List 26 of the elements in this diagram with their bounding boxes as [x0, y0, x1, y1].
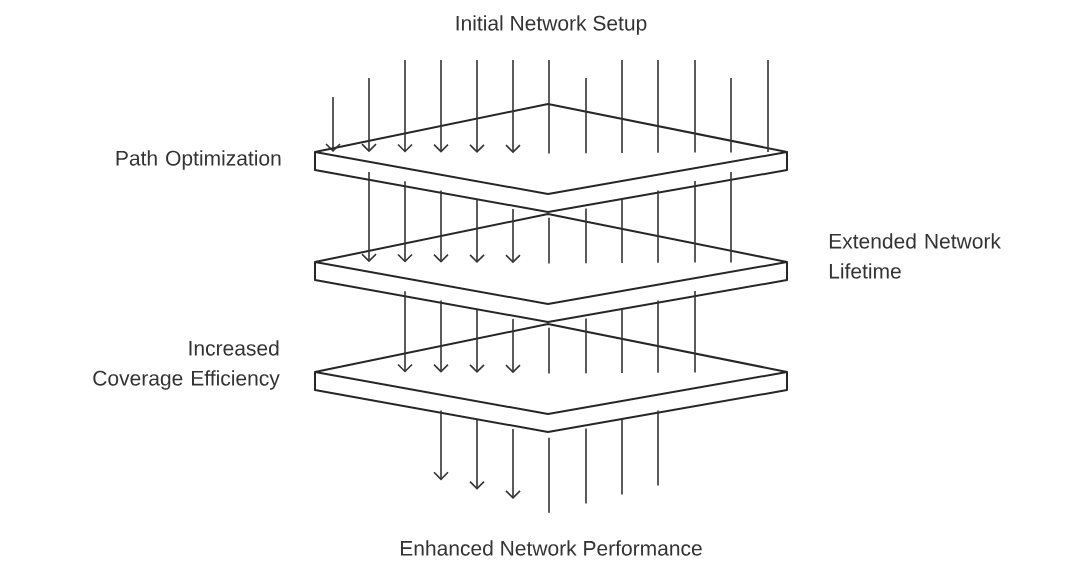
- flow-label: Initial Network Setup: [456, 15, 647, 35]
- arrow: [469, 59, 485, 153]
- layer-label: Path Optimization: [116, 150, 281, 170]
- arrow: [361, 77, 377, 153]
- arrow: [469, 198, 485, 263]
- flow-label: Enhanced Network Performance: [401, 540, 702, 556]
- arrow: [433, 299, 449, 373]
- arrow: [469, 418, 485, 490]
- arrow: [361, 171, 377, 263]
- layer-label: Extended Network Lifetime: [829, 233, 1001, 279]
- arrow: [433, 409, 449, 481]
- arrow: [469, 308, 485, 373]
- arrow: [325, 96, 341, 153]
- arrow: [505, 59, 521, 154]
- layer-plate: [314, 323, 788, 433]
- arrow: [505, 428, 521, 499]
- arrow: [505, 318, 521, 374]
- layer-plate: [314, 213, 788, 323]
- arrow: [397, 290, 413, 373]
- arrow: [397, 180, 413, 263]
- arrow: [397, 59, 413, 153]
- layer-plate: [314, 103, 788, 213]
- layer-label: Increased Coverage Efficiency: [93, 340, 280, 390]
- arrow: [433, 59, 449, 153]
- arrow: [505, 208, 521, 264]
- arrow: [433, 189, 449, 263]
